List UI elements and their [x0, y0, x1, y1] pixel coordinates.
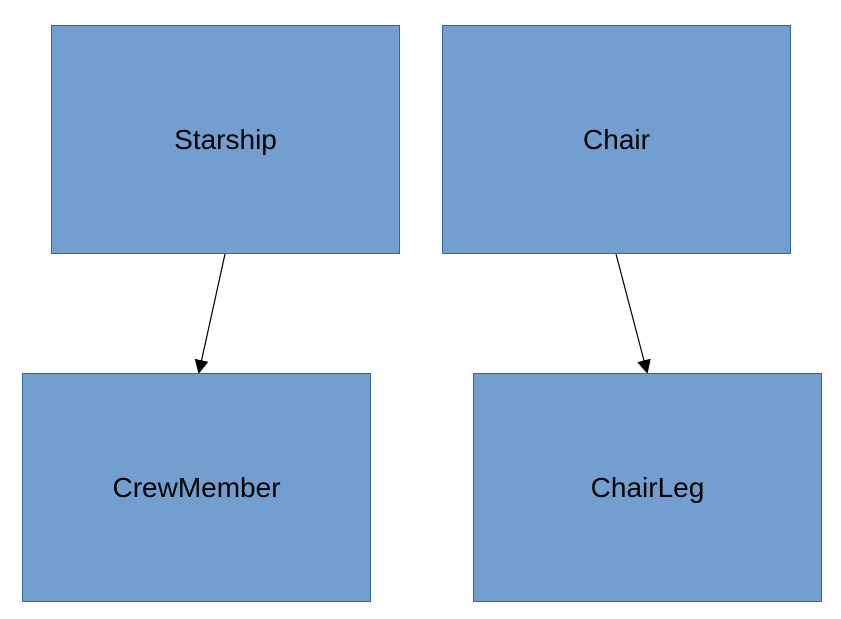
edge-chair-to-chairleg [615, 253, 651, 374]
node-starship: Starship [51, 25, 400, 254]
node-crewmember-label: CrewMember [112, 471, 281, 503]
node-starship-label: Starship [174, 123, 277, 155]
node-crewmember: CrewMember [22, 373, 371, 602]
node-chair-label: Chair [583, 123, 650, 155]
node-chairleg: ChairLeg [473, 373, 822, 602]
edge-starship-to-crewmember [194, 253, 226, 374]
node-chair: Chair [442, 25, 791, 254]
node-chairleg-label: ChairLeg [590, 471, 705, 503]
